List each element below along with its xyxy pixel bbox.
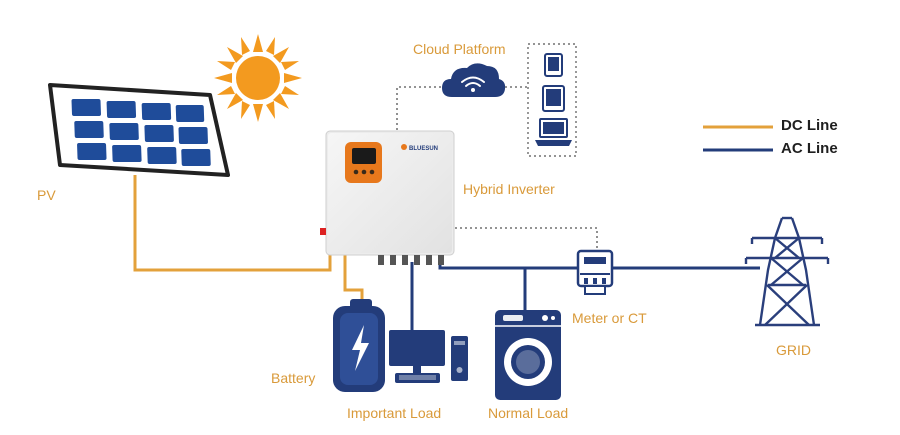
solar-panel-icon: [48, 83, 230, 177]
normal-load-label: Normal Load: [488, 405, 569, 421]
brand-logo: BLUESUN: [409, 146, 438, 152]
meter-link-line: [455, 227, 598, 250]
dc-lines: [133, 175, 364, 305]
legend-ac-label: AC Line: [781, 140, 838, 157]
sun-icon: [214, 34, 302, 122]
legend-dc-label: DC Line: [781, 117, 838, 134]
laptop-icon: [535, 118, 572, 146]
device-panel: [527, 43, 577, 157]
grid-label: GRID: [776, 342, 811, 358]
cloud-wifi-icon: [442, 63, 506, 97]
tablet-icon: [544, 53, 563, 77]
pv-dc-line: [133, 175, 332, 272]
transmission-tower-icon: [744, 216, 830, 327]
computer-icon: [389, 330, 468, 383]
washing-machine-icon: [495, 310, 561, 400]
phone-icon: [542, 85, 565, 112]
hybrid-inverter-label: Hybrid Inverter: [463, 181, 555, 197]
battery-label: Battery: [271, 370, 316, 386]
cloud-platform-label: Cloud Platform: [413, 41, 506, 57]
pv-label: PV: [37, 187, 56, 203]
meter-icon: [576, 249, 614, 295]
important-load-label: Important Load: [347, 405, 442, 421]
battery-icon: [333, 299, 385, 392]
inverter-icon: [320, 130, 455, 265]
meter-or-ct-label: Meter or CT: [572, 310, 647, 326]
battery-dc-line: [343, 255, 364, 305]
